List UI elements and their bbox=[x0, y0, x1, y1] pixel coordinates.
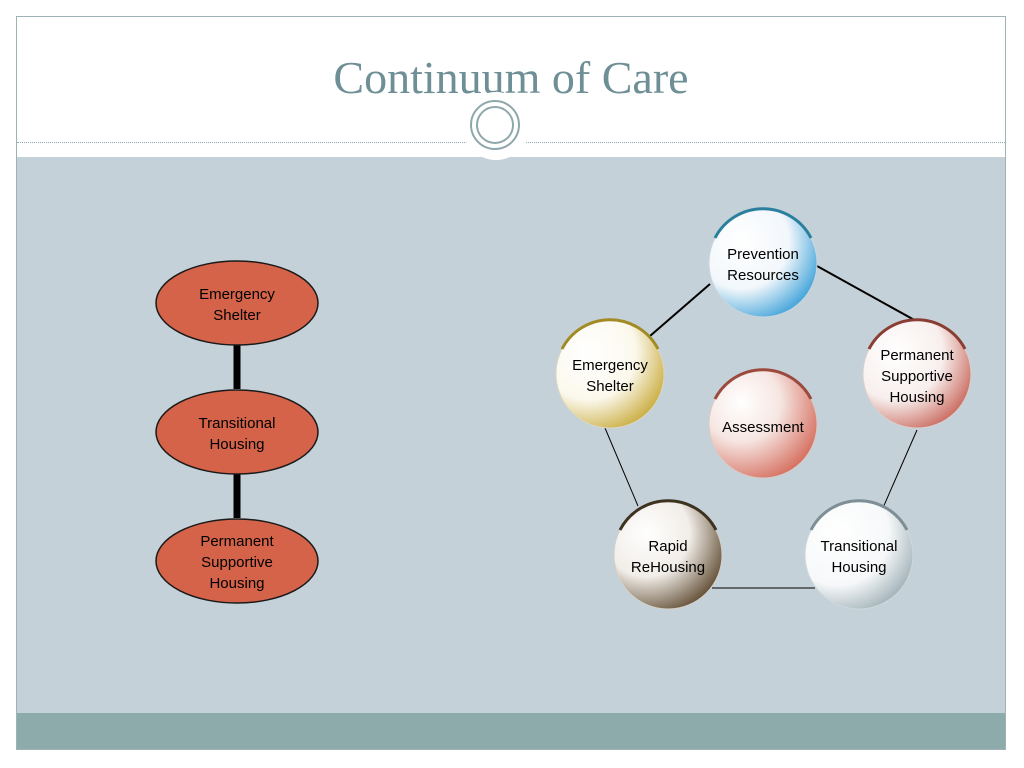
linear-node-permanent-supportive-housing: Permanent Supportive Housing bbox=[155, 518, 319, 604]
node-label-line: Assessment bbox=[722, 419, 805, 436]
node-label-line: Housing bbox=[209, 575, 264, 592]
cycle-diagram: Prevention Resources Permanent Supportiv… bbox=[555, 207, 972, 610]
node-label-line: Emergency bbox=[572, 357, 648, 374]
cycle-node-permanent-supportive-housing: Permanent Supportive Housing bbox=[862, 318, 972, 429]
cycle-node-prevention-resources: Prevention Resources bbox=[708, 207, 818, 318]
node-label-line: Supportive bbox=[881, 368, 953, 385]
divider-ornament-inner-ring bbox=[476, 106, 514, 144]
cycle-connector bbox=[881, 429, 918, 511]
node-label-line: Permanent bbox=[880, 347, 954, 364]
node-label-line: Housing bbox=[209, 436, 264, 453]
cycle-node-rapid-rehousing: Rapid ReHousing bbox=[613, 499, 723, 610]
node-label-line: Shelter bbox=[586, 378, 634, 395]
cycle-connector bbox=[604, 427, 639, 507]
footer-band bbox=[17, 713, 1005, 749]
node-label-line: Housing bbox=[889, 389, 944, 406]
node-label-line: Transitional bbox=[821, 538, 898, 555]
linear-node-transitional-housing: Transitional Housing bbox=[155, 389, 319, 475]
node-label-line: Transitional bbox=[199, 415, 276, 432]
node-label-line: Rapid bbox=[648, 538, 687, 555]
cycle-node-transitional-housing: Transitional Housing bbox=[804, 499, 914, 610]
node-label-line: Housing bbox=[831, 559, 886, 576]
node-label-line: Shelter bbox=[213, 307, 261, 324]
node-label-line: ReHousing bbox=[631, 559, 705, 576]
node-label-line: Prevention bbox=[727, 246, 799, 263]
cycle-center-assessment: Assessment bbox=[708, 368, 818, 479]
cycle-node-emergency-shelter: Emergency Shelter bbox=[555, 318, 665, 429]
node-label-line: Supportive bbox=[201, 554, 273, 571]
node-label-line: Resources bbox=[727, 267, 799, 284]
linear-node-emergency-shelter: Emergency Shelter bbox=[155, 260, 319, 346]
linear-flow: Emergency Shelter Transitional Housing P… bbox=[155, 260, 319, 604]
node-label-line: Permanent bbox=[200, 533, 274, 550]
cycle-connector bbox=[649, 283, 711, 337]
node-label-line: Emergency bbox=[199, 286, 275, 303]
cycle-connector bbox=[816, 265, 919, 323]
